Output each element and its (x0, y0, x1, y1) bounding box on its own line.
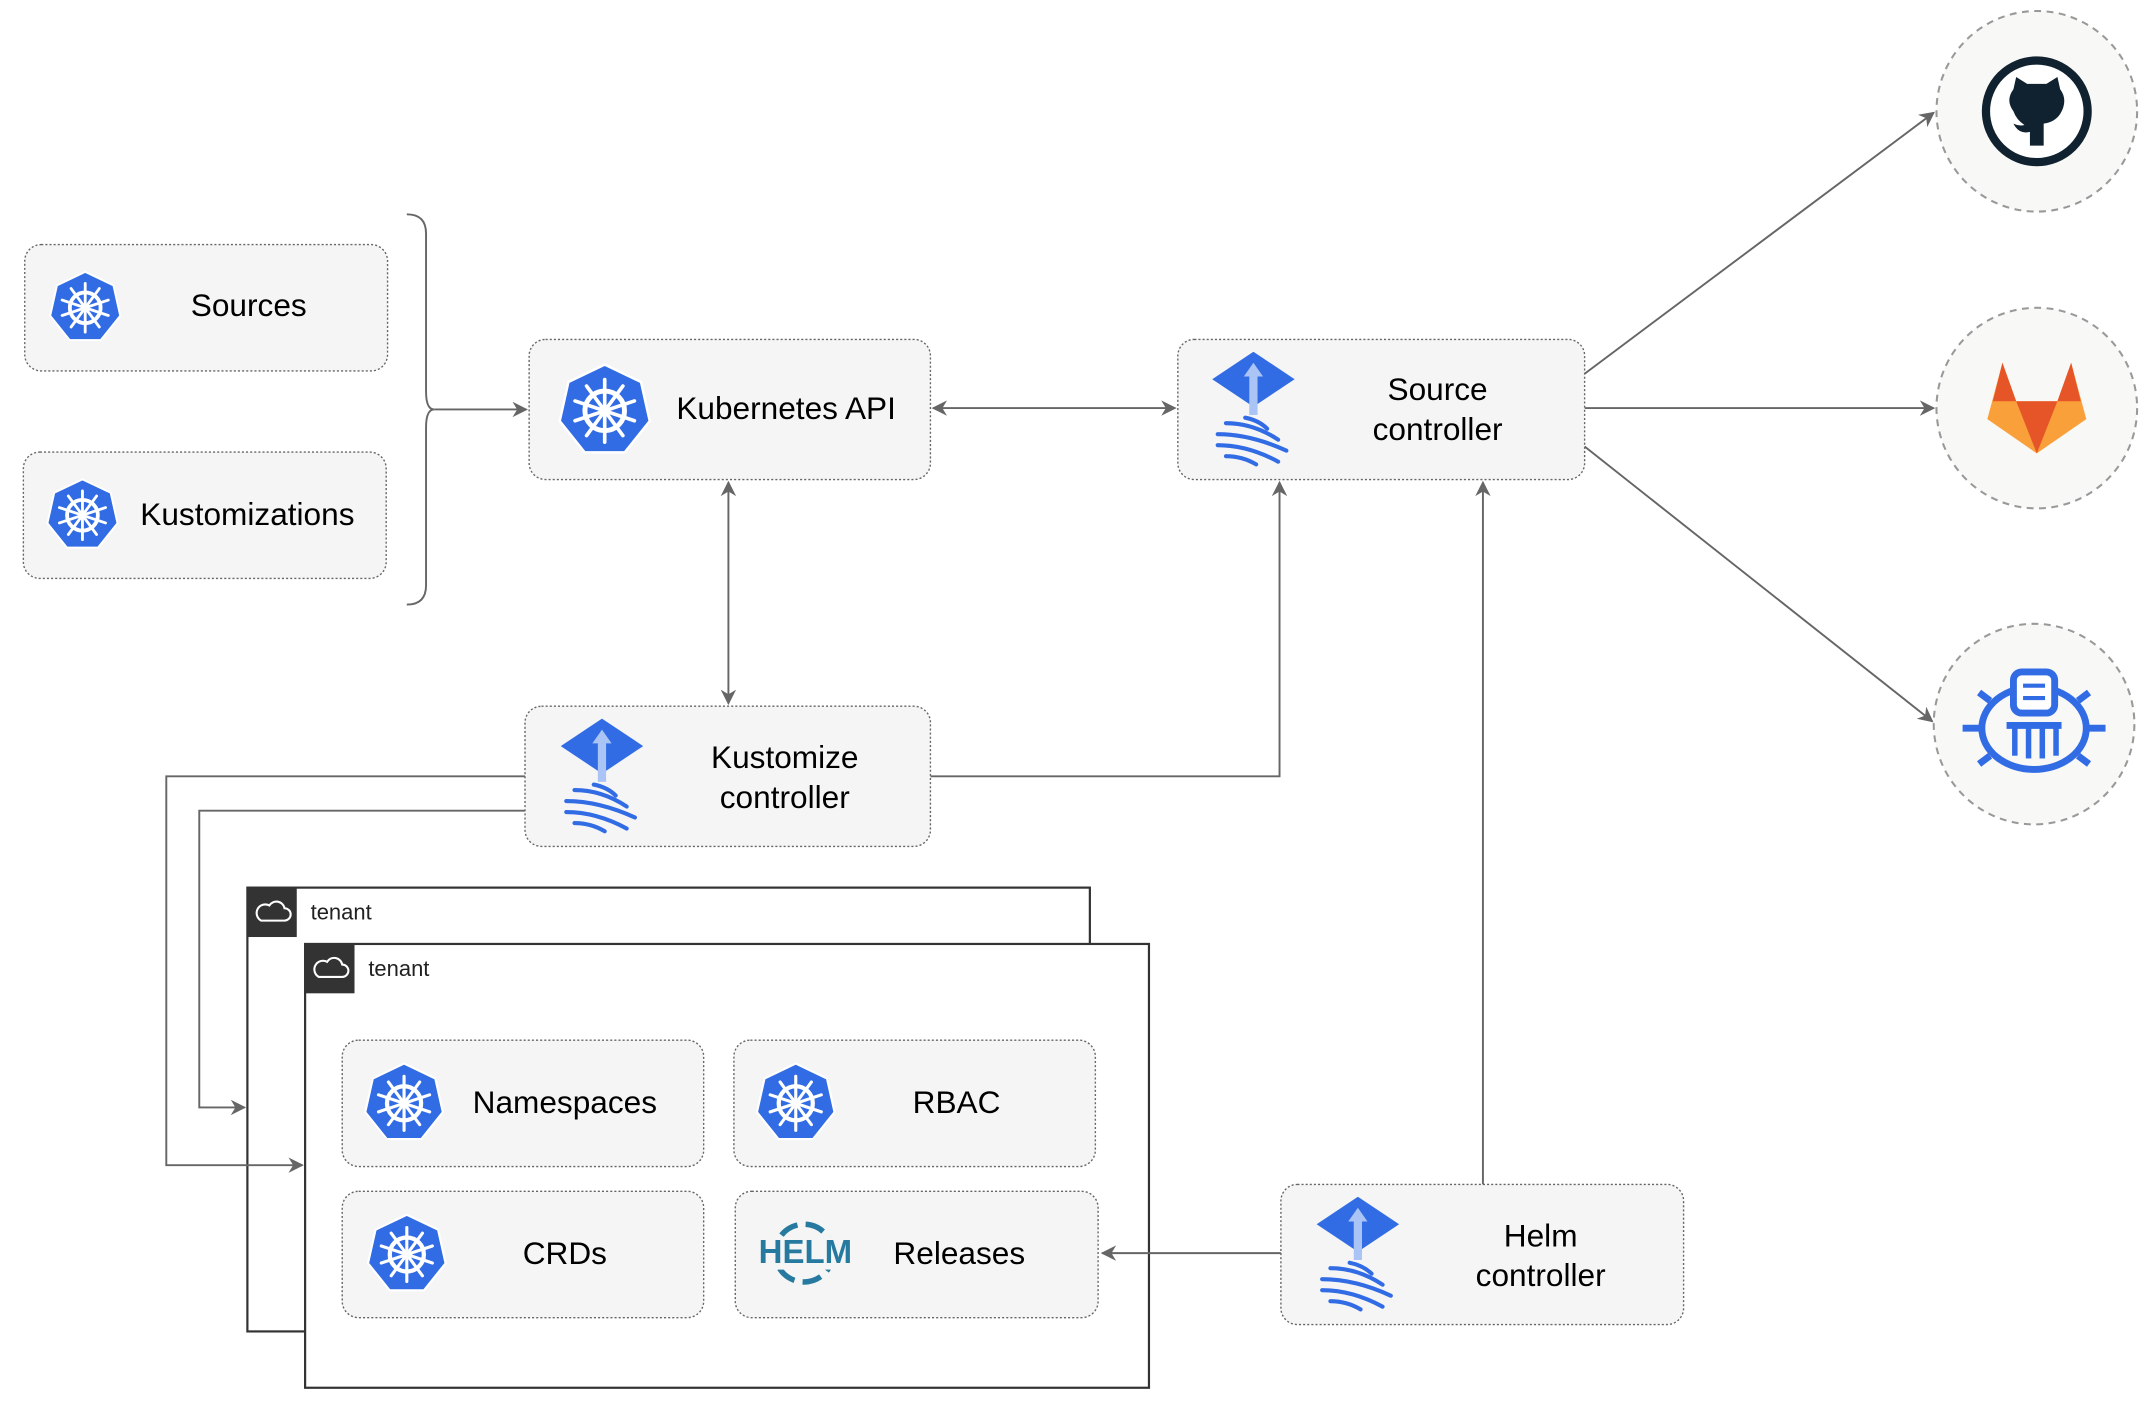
helm-icon: HELM (759, 1221, 852, 1285)
gitlab-icon (1987, 362, 2087, 454)
svg-text:HELM: HELM (759, 1233, 852, 1270)
node-label: Sources (191, 287, 307, 323)
edge-kustomize-to-tenant-front (165, 775, 526, 1173)
grouping-brace (406, 213, 435, 606)
node-label: Helm (1504, 1217, 1578, 1253)
github-source[interactable] (1935, 9, 2139, 213)
tenant-label: tenant (368, 956, 429, 981)
edge-kustomize-to-tenant-back (198, 809, 526, 1116)
node-crds[interactable]: CRDs (341, 1190, 705, 1319)
node-label: controller (1373, 411, 1503, 447)
node-namespaces[interactable]: Namespaces (341, 1039, 705, 1168)
edge-source-to-github (1584, 111, 1935, 375)
gitlab-source[interactable] (1935, 306, 2139, 510)
bucket-source[interactable] (1932, 622, 2136, 826)
cloud-icon (305, 943, 355, 994)
node-kustomizations[interactable]: Kustomizations (22, 451, 387, 580)
node-label: controller (1476, 1257, 1606, 1293)
node-label: RBAC (913, 1084, 1001, 1120)
node-label: Kubernetes API (676, 390, 896, 426)
cloud-icon (247, 887, 297, 938)
node-helm-controller[interactable]: Helm controller (1280, 1183, 1685, 1326)
node-kustomize-controller[interactable]: Kustomize controller (524, 705, 932, 848)
node-label: CRDs (523, 1235, 607, 1271)
edge-kustomize-to-source (930, 480, 1288, 778)
node-label: Releases (893, 1235, 1025, 1271)
node-label: controller (720, 779, 850, 815)
node-source-controller[interactable]: Source controller (1177, 338, 1586, 481)
node-rbac[interactable]: RBAC (733, 1039, 1097, 1168)
node-label: Namespaces (473, 1084, 657, 1120)
tenant-label: tenant (311, 900, 372, 925)
bucket-icon (1962, 668, 2106, 773)
node-releases[interactable]: HELM Releases (734, 1190, 1099, 1319)
node-label: Source (1388, 371, 1488, 407)
node-label: Kustomize (711, 739, 859, 775)
github-icon (1981, 56, 2092, 167)
edge-source-to-bucket (1584, 445, 1934, 723)
node-kubernetes-api[interactable]: Kubernetes API (528, 338, 932, 481)
node-sources[interactable]: Sources (24, 243, 389, 372)
node-label: Kustomizations (140, 496, 354, 532)
